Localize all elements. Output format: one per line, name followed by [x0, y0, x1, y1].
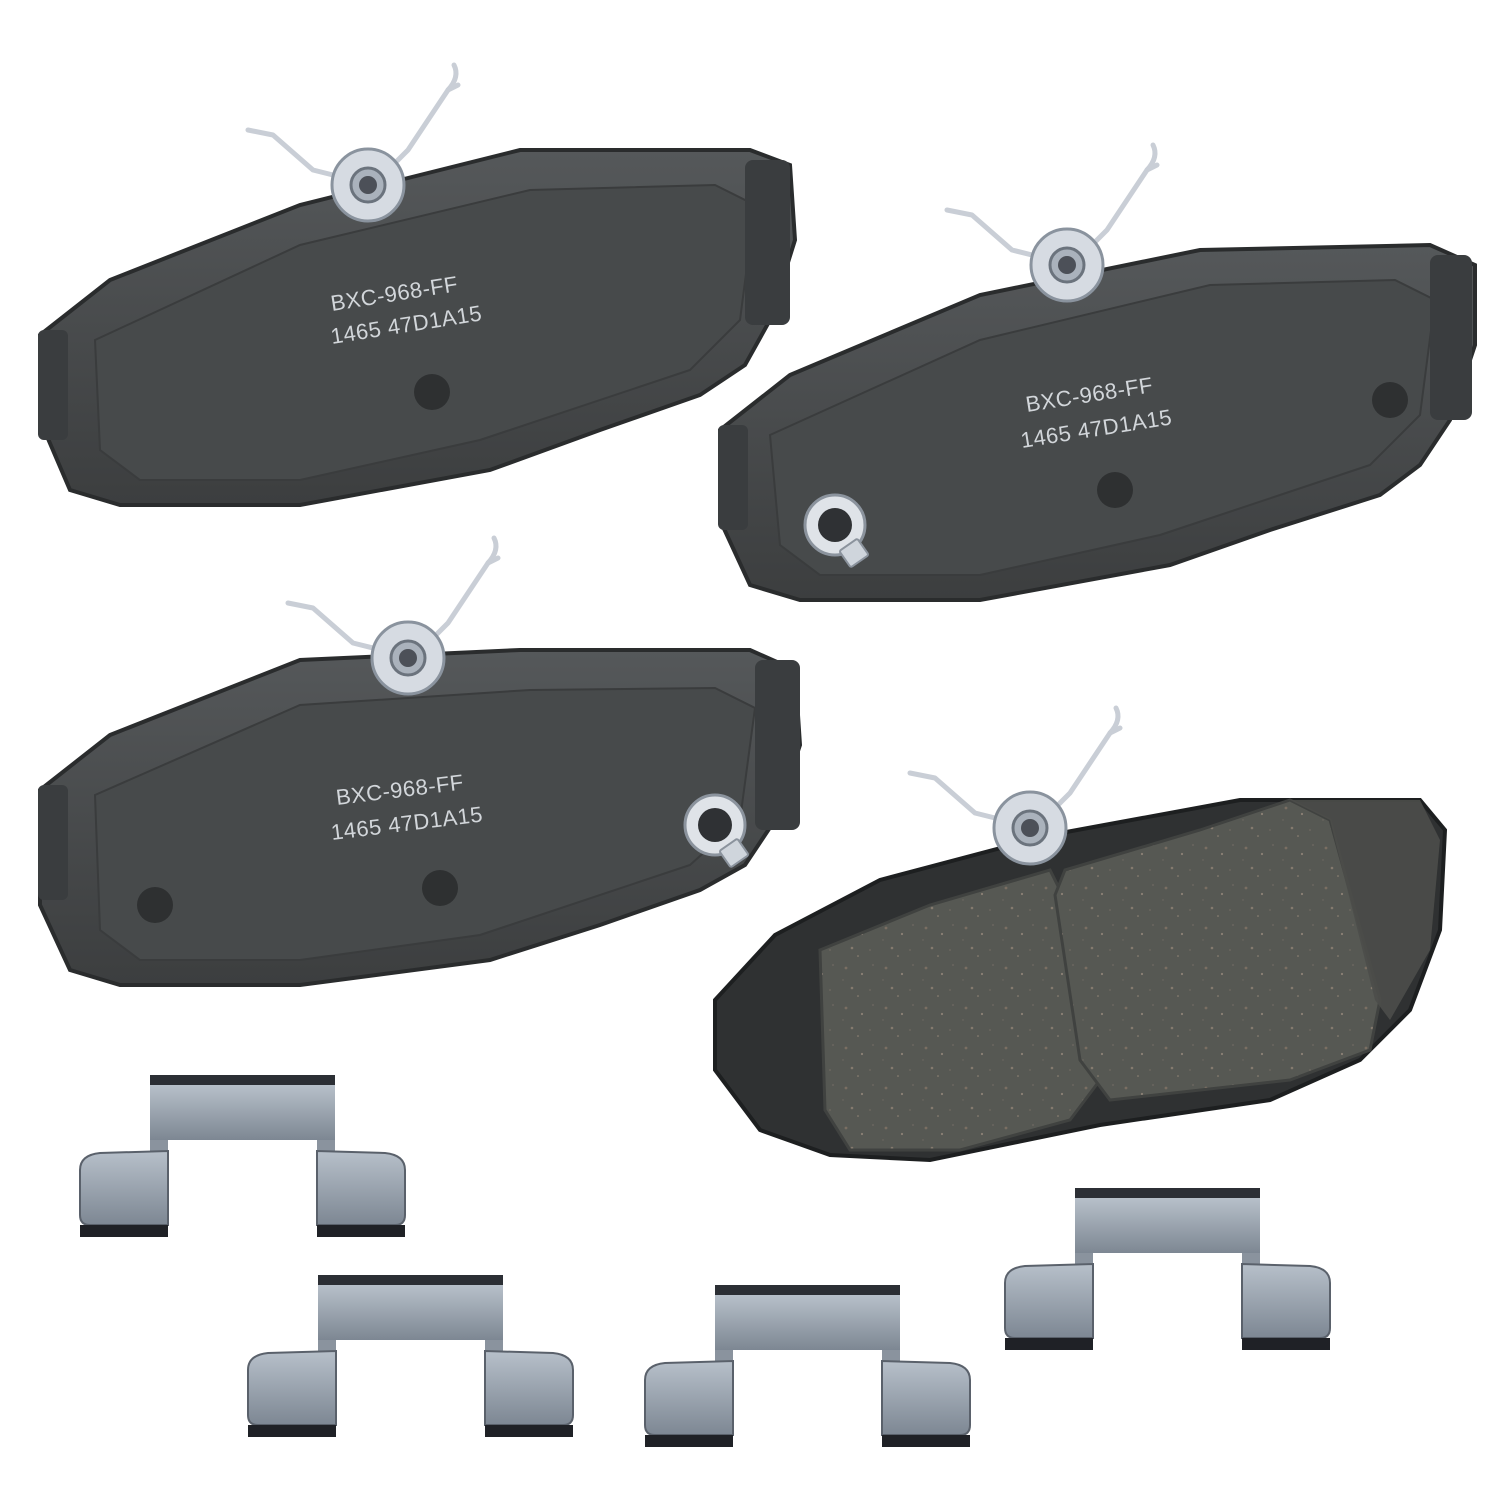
brake-pad-backing-1: BXC-968-FF 1465 47D1A15: [38, 65, 798, 507]
abutment-clip-1: [79, 1074, 406, 1238]
abutment-clip-2: [247, 1274, 574, 1438]
brake-pad-friction-side: [713, 708, 1448, 1163]
abutment-clip-4: [1004, 1187, 1331, 1351]
brake-pad-backing-2: BXC-968-FF 1465 47D1A15: [718, 145, 1477, 602]
abutment-clip-3: [644, 1284, 971, 1448]
brake-pad-backing-3: BXC-968-FF 1465 47D1A15: [38, 538, 803, 987]
